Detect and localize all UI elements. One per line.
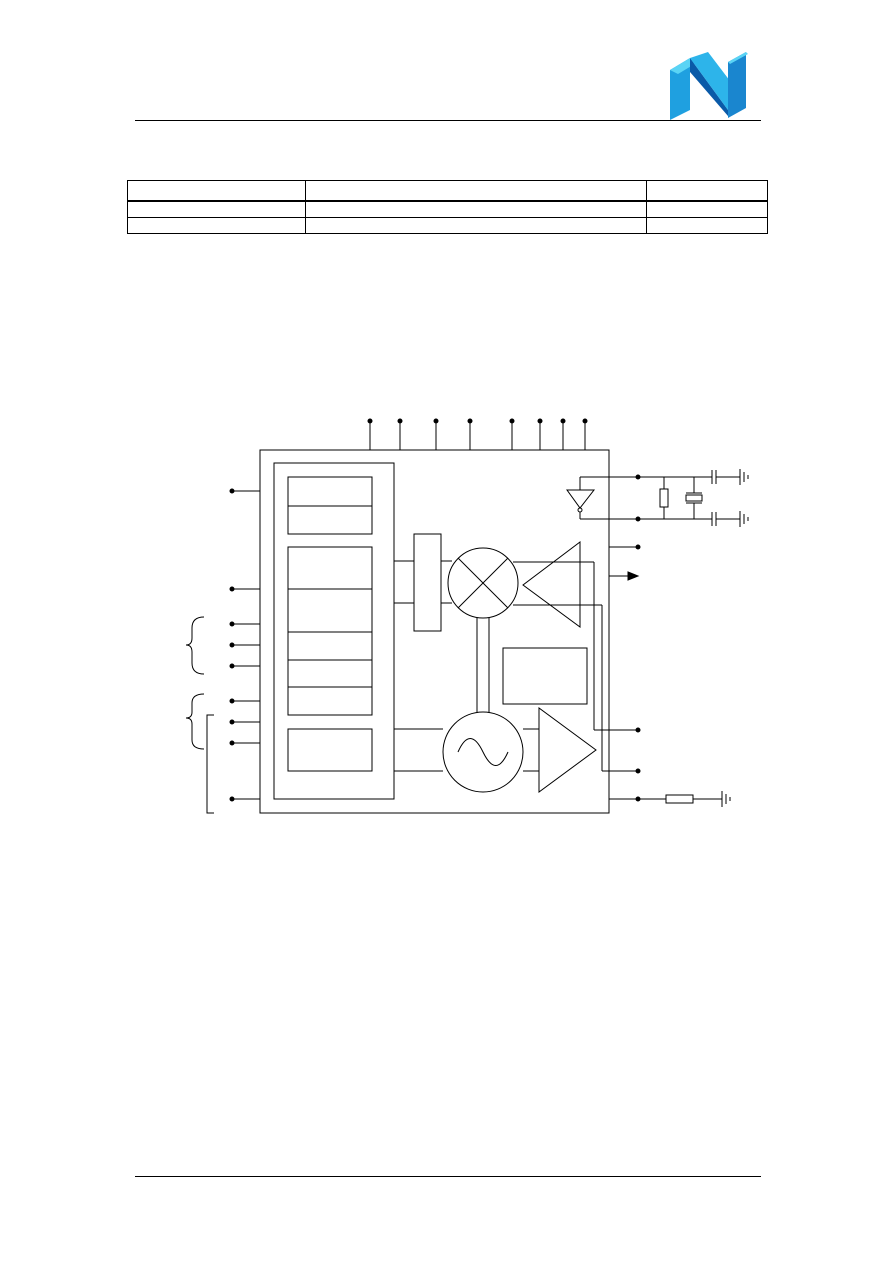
table-row (127, 217, 768, 234)
table-cell (305, 200, 647, 218)
register-block-6 (287, 659, 373, 688)
header-rule (135, 120, 761, 121)
register-block-1 (287, 476, 373, 507)
table-cell (646, 217, 768, 234)
crystal-icon (685, 477, 703, 519)
table-header-cell (646, 180, 768, 202)
output-arrow-icon (609, 571, 640, 581)
power-amplifier-icon (538, 707, 597, 793)
internal-block (502, 647, 588, 705)
table-cell (305, 217, 647, 234)
table-cell (127, 217, 306, 234)
oscillator-icon (442, 711, 524, 793)
register-block-5 (287, 631, 373, 661)
capacitor-ground-icon (711, 469, 749, 485)
left-pins (229, 488, 260, 802)
footer-rule (135, 1176, 761, 1177)
resistor-ground-icon (638, 791, 731, 807)
digital-block (273, 462, 395, 800)
register-block-8 (287, 728, 373, 772)
block-diagram (185, 418, 749, 814)
left-brace-upper (185, 616, 205, 675)
table-cell (127, 200, 306, 218)
top-pins (367, 418, 588, 450)
table-row (127, 200, 768, 218)
left-brace-lower (185, 693, 205, 750)
filter-block (413, 533, 442, 632)
mixer-icon (447, 547, 519, 619)
table-header-cell (127, 180, 306, 202)
register-block-2 (287, 505, 373, 535)
left-bracket (206, 714, 214, 814)
table-header-row (127, 180, 768, 202)
capacitor-ground-icon (711, 511, 749, 527)
register-block-4 (287, 588, 373, 633)
lna-amplifier-icon (522, 540, 581, 628)
revision-table (127, 180, 768, 234)
company-logo-icon (670, 52, 748, 120)
register-block-3 (287, 546, 373, 590)
right-pins (580, 474, 641, 802)
inverter-icon (566, 477, 596, 519)
crystal-network (638, 469, 749, 527)
register-block-7 (287, 686, 373, 716)
table-cell (646, 200, 768, 218)
table-header-cell (305, 180, 647, 202)
chip-outline (259, 449, 610, 814)
